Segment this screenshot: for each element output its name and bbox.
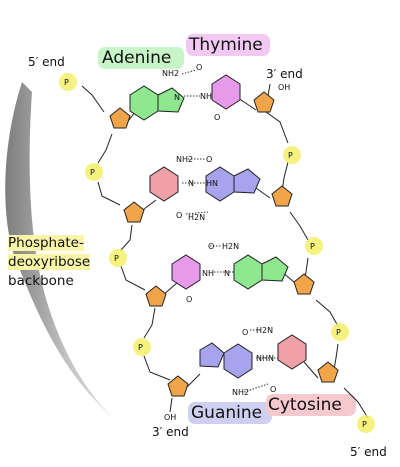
atom-labels: P P P P P P P P NH2 O NH O N OH NH2 O N … [64, 63, 367, 429]
p-label-3: P [114, 254, 119, 263]
nh-row1: NH [200, 92, 212, 101]
n-row3: N [224, 269, 230, 278]
adenine-row3 [233, 254, 289, 290]
h2n-row4: H2N [256, 326, 273, 335]
sugar-7 [167, 375, 189, 397]
guanine-label: Guanine [191, 403, 263, 423]
backbone-label-line3: backbone [8, 273, 74, 289]
phosphate-2 [85, 163, 103, 181]
five-prime-end-top: 5′ end [28, 55, 65, 69]
backbone-label-line1: Phosphate- [8, 235, 84, 251]
nh2-row4: NH2 [232, 388, 249, 397]
p-label-5: P [288, 151, 293, 160]
phosphate-5 [283, 146, 301, 164]
p-label-7: P [336, 328, 341, 337]
nh-row3: NH [202, 269, 214, 278]
o-row3a: O [208, 242, 214, 251]
nh-row4: NH [256, 354, 268, 363]
three-prime-end-bottom: 3′ end [152, 425, 189, 439]
cytosine-label-highlight [266, 394, 356, 416]
hydrogen-bonds [181, 69, 278, 393]
sugar-6 [293, 273, 315, 295]
phosphate-8 [357, 415, 375, 433]
thymine-label-highlight [186, 34, 270, 56]
phosphate-4 [133, 338, 151, 356]
p-label-2: P [90, 168, 95, 177]
sugar-4 [271, 185, 293, 207]
cytosine-row4 [277, 334, 307, 370]
five-prime-end-bottom: 5′ end [350, 445, 387, 459]
o-row3b: O [186, 295, 192, 304]
o-row4b: O [270, 385, 276, 394]
h2n-row2: H2N [188, 213, 205, 222]
phosphate-groups [59, 73, 375, 433]
n-row2: N [188, 179, 194, 188]
three-prime-end-top: 3′ end [266, 67, 303, 81]
thymine-label: Thymine [189, 35, 263, 55]
h2n-row3: H2N [222, 242, 239, 251]
oh-bottom: OH [164, 413, 176, 422]
phosphate-3 [109, 249, 127, 267]
cytosine-label: Cytosine [268, 395, 342, 415]
nh2-row1: NH2 [162, 69, 179, 78]
nh2-row2: NH2 [176, 155, 193, 164]
backbone-label: Phosphate- deoxyribose backbone [8, 234, 91, 291]
hn-row2: HN [206, 179, 218, 188]
sugar-8 [317, 361, 339, 383]
adenine-label-highlight [98, 47, 184, 69]
backbone-bonds [81, 83, 369, 419]
adenine-label: Adenine [102, 48, 172, 68]
p-label-4: P [138, 343, 143, 352]
o-row4a: O [242, 328, 248, 337]
phosphate-6 [305, 237, 323, 255]
backbone-label-line2: deoxyribose [8, 254, 91, 270]
thymine-row3 [171, 254, 201, 290]
phosphate-7 [331, 323, 349, 341]
sugar-5 [145, 285, 167, 307]
thymine-top [211, 74, 241, 110]
p-label-1: P [64, 78, 69, 87]
n-row4: N [268, 354, 274, 363]
guanine-row4 [199, 342, 253, 379]
o-row1b: O [214, 113, 220, 122]
o-row1a: O [196, 63, 202, 72]
cytosine-row2 [149, 166, 179, 202]
p-label-8: P [362, 420, 367, 429]
guanine-label-highlight [188, 402, 272, 424]
guanine-row2 [205, 166, 261, 202]
p-label-6: P [310, 242, 315, 251]
sugar-1 [109, 107, 131, 129]
oh-top: OH [278, 83, 290, 92]
sugar-3 [123, 201, 145, 223]
deoxyribose-sugars [109, 91, 339, 397]
phosphate-1 [59, 73, 77, 91]
n-row1: N [174, 93, 180, 102]
sugar-2 [253, 91, 275, 113]
o-row2a: O [206, 155, 212, 164]
adenine-top [129, 85, 185, 121]
o-row2b: O [176, 211, 182, 220]
